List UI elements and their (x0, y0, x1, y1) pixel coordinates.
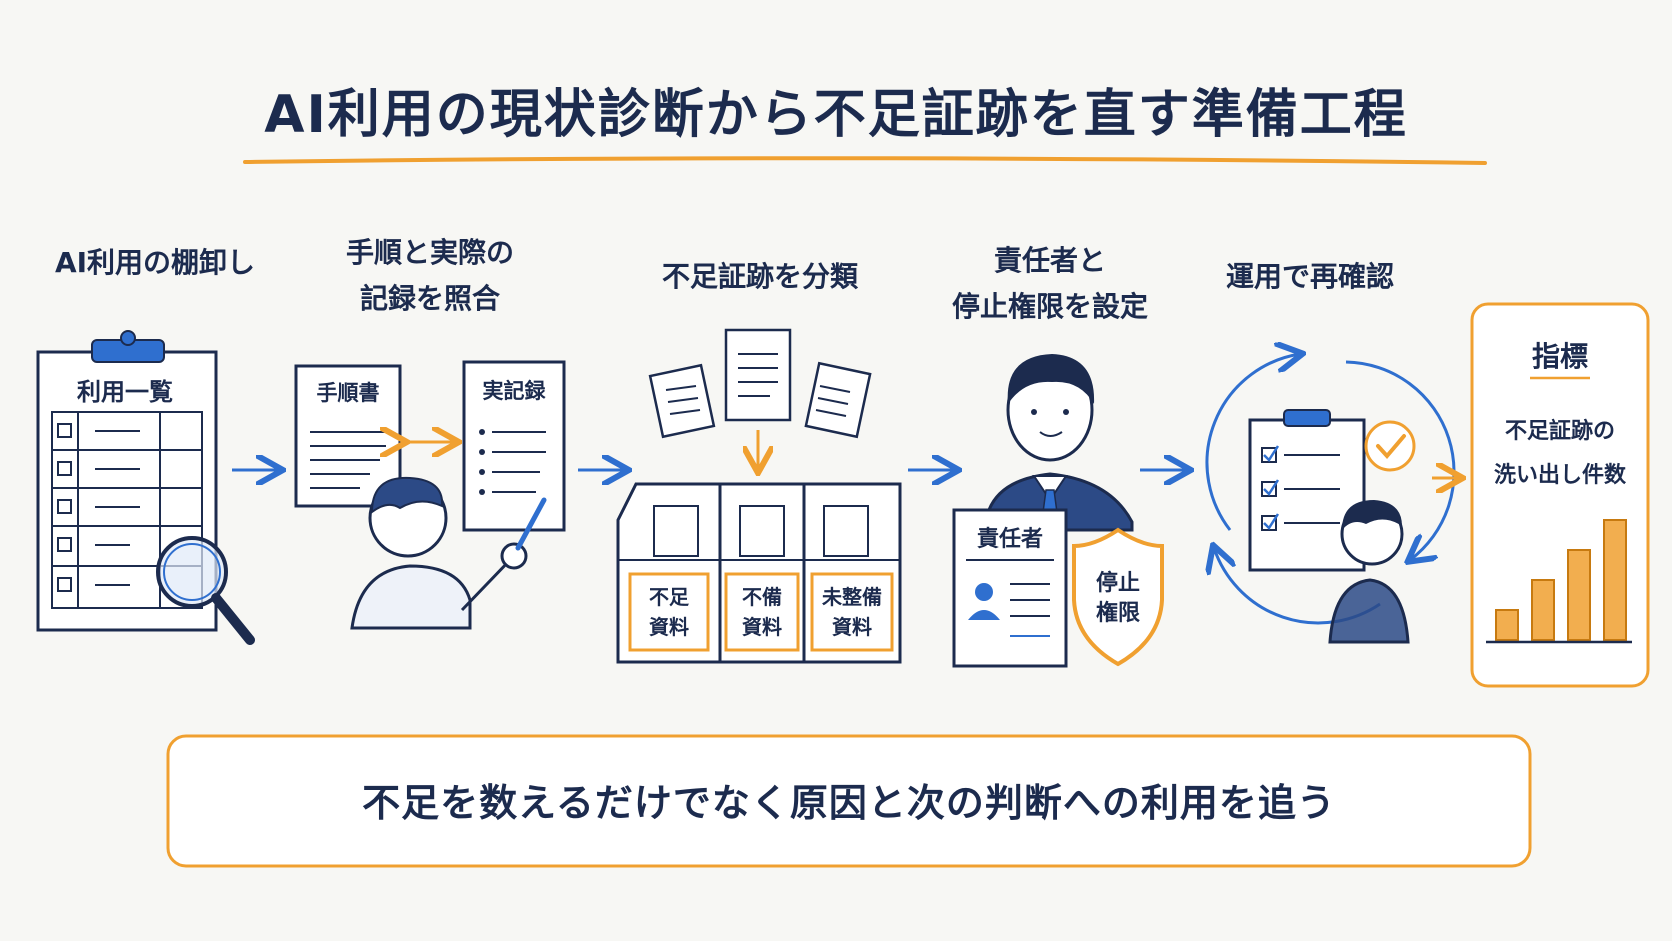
bin-2-line2: 資料 (742, 615, 782, 639)
magnifier-icon (156, 536, 255, 645)
step-3-label: 不足証跡を分類 (661, 260, 858, 293)
clipboard-icon: 利用一覧 (36, 330, 218, 632)
step-2-label: 手順と実際の 記録を照合 (300, 230, 560, 322)
shield-label: 停止権限 (1096, 570, 1140, 626)
person-icon (1328, 500, 1410, 644)
check-circle-icon (1364, 420, 1416, 472)
bin-3-line1: 未整備 (822, 585, 882, 609)
metric-bar-4 (1603, 519, 1627, 641)
metric-bar-3 (1567, 549, 1591, 641)
shield-line2: 権限 (1096, 600, 1140, 626)
metric-bar-2 (1531, 579, 1555, 641)
footer-box (166, 734, 1532, 868)
bar-chart-icon (1495, 519, 1627, 641)
pen-icon (515, 497, 547, 551)
doc-right-title: 実記録 (483, 379, 547, 403)
shield-icon: 停止権限 (1072, 527, 1164, 667)
person-icon (350, 476, 528, 630)
bin-2-label: 不備資料 (742, 585, 782, 639)
bin-1-line2: 資料 (649, 615, 689, 639)
step-2-label-line2: 記録を照合 (359, 282, 500, 315)
metric-bar-1 (1495, 609, 1519, 641)
step-5-label: 運用で再確認 (1225, 260, 1394, 293)
step-4-label-line2: 停止権限を設定 (951, 290, 1148, 323)
shield-line1: 停止 (1096, 570, 1140, 596)
bin-2-line1: 不備 (742, 585, 782, 609)
document-icon (804, 361, 872, 439)
id-card-title: 責任者 (977, 526, 1043, 552)
step-2-label-line1: 手順と実際の (345, 236, 514, 269)
metric-heading: 指標 (1532, 340, 1588, 373)
document-icon: 実記録 (462, 360, 566, 532)
bin-1-label: 不足資料 (649, 585, 690, 639)
footer-message: 不足を数えるだけでなく原因と次の判断への利用を追う (362, 781, 1336, 825)
step-4-label: 責任者と 停止権限を設定 (920, 238, 1180, 330)
bin-1-line1: 不足 (649, 585, 690, 609)
document-icon (648, 363, 716, 439)
bin-3-line2: 資料 (832, 615, 872, 639)
bin-3-label: 未整備資料 (822, 585, 882, 639)
doc-left-title: 手順書 (317, 381, 380, 405)
step-1-label: AI利用の棚卸し (54, 246, 256, 279)
person-icon (984, 354, 1134, 532)
metric-text-line1: 不足証跡の (1505, 418, 1615, 444)
page-title: AI利用の現状診断から不足証跡を直す準備工程 (264, 85, 1408, 145)
metric-text-line2: 洗い出し件数 (1494, 462, 1627, 488)
id-card-icon: 責任者 (952, 508, 1068, 668)
title-underline (243, 156, 1487, 165)
clipboard-title: 利用一覧 (77, 378, 173, 406)
sorting-box-icon: 不足資料 不備資料 未整備資料 (616, 482, 902, 664)
step-4-label-line1: 責任者と (993, 244, 1106, 277)
document-icon (724, 328, 792, 422)
